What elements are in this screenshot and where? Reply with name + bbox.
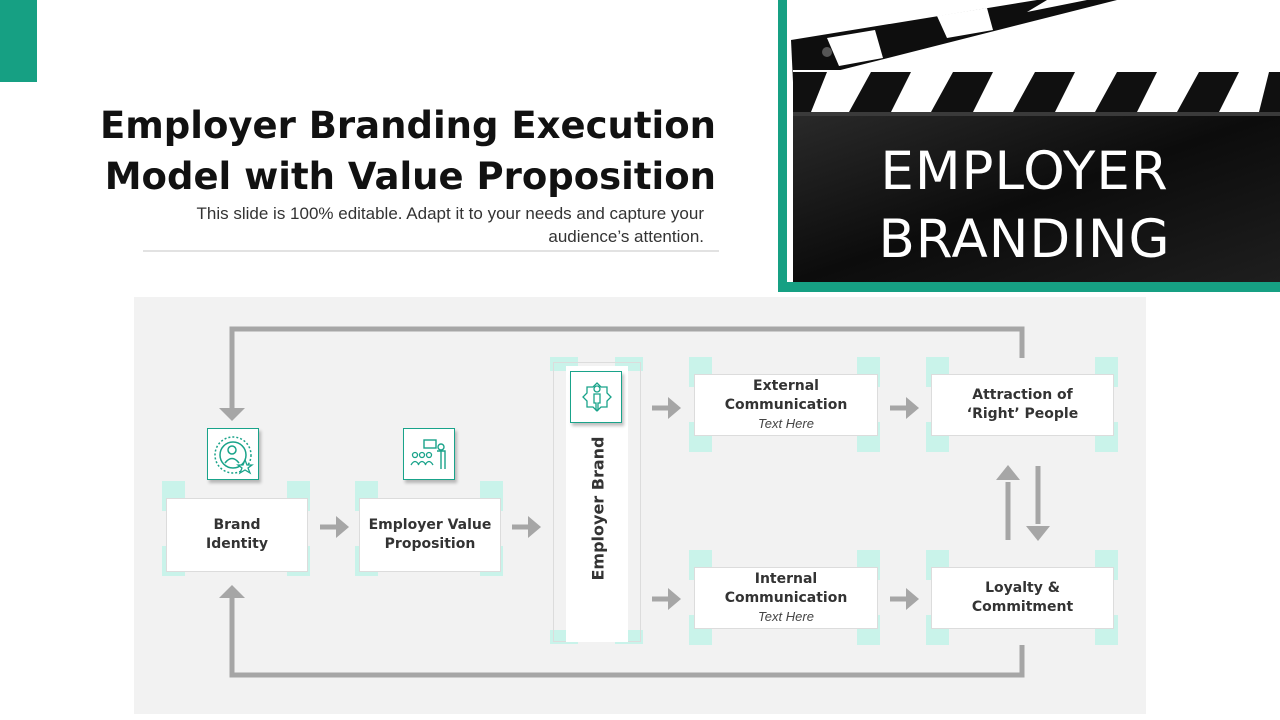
corner-accent-bar — [0, 0, 37, 82]
subtitle-line-1: This slide is 100% editable. Adapt it to… — [196, 204, 704, 223]
clapperboard-icon — [791, 0, 1280, 282]
internal-communication-label: Internal Communication — [724, 571, 848, 606]
title-line-1: Employer Branding Execution — [99, 104, 716, 147]
user-badge-icon — [214, 436, 254, 475]
clapperboard-image: EMPLOYER BRANDING — [787, 0, 1280, 282]
subtitle: This slide is 100% editable. Adapt it to… — [124, 202, 704, 248]
title-divider — [143, 250, 719, 252]
internal-communication-text: Text Here — [758, 609, 814, 624]
subtitle-line-2: audience’s attention. — [548, 227, 704, 246]
external-communication-label: External Communication — [724, 378, 848, 413]
title-line-2: Model with Value Proposition — [104, 155, 716, 198]
employer-brand-icon-box — [570, 371, 622, 423]
presentation-team-icon — [410, 439, 446, 469]
evp-icon-box — [403, 428, 455, 480]
brand-identity-label: Brand Identity — [205, 517, 268, 552]
page-title: Employer Branding Execution Model with V… — [96, 100, 716, 202]
employer-brand-label: Employer Brand — [588, 436, 608, 580]
feedback-loop-top — [229, 326, 1025, 410]
attraction-label: Attraction of ‘Right’ People — [966, 387, 1079, 422]
person-award-icon — [582, 382, 612, 412]
employer-value-proposition-label: Employer Value Proposition — [368, 517, 492, 552]
feedback-loop-bottom — [229, 596, 1025, 678]
employer-brand-label-wrap: Employer Brand — [583, 436, 613, 580]
clapperboard-text: EMPLOYER BRANDING — [787, 138, 1280, 274]
external-communication-text: Text Here — [758, 416, 814, 431]
clapperboard-text-line-2: BRANDING — [878, 209, 1171, 270]
brand-identity-icon-box — [207, 428, 259, 480]
loyalty-label: Loyalty & Commitment — [971, 580, 1074, 615]
clapperboard-text-line-1: EMPLOYER — [880, 141, 1169, 202]
